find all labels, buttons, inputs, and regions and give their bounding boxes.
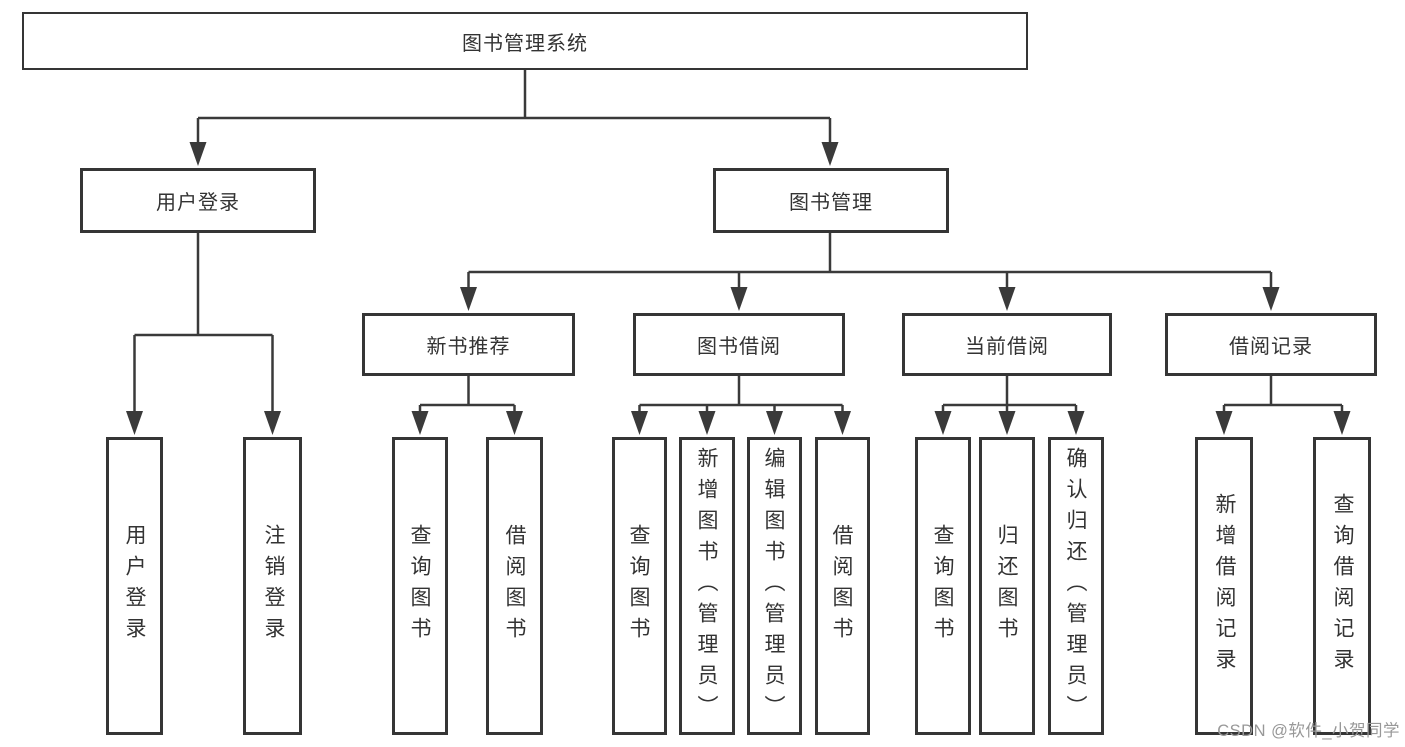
leaf-cb-return-books: 归还图书	[979, 437, 1035, 735]
node-book-management-branch: 图书管理	[713, 168, 949, 233]
leaf-cb-confirm-return-admin: 确认归还（管理员）	[1048, 437, 1104, 735]
leaf-bb-query-books: 查询图书	[612, 437, 667, 735]
leaf-bb-borrow-books: 借阅图书	[815, 437, 870, 735]
leaf-br-add-record: 新增借阅记录	[1195, 437, 1253, 735]
node-current-borrowing: 当前借阅	[902, 313, 1112, 376]
leaf-bb-add-books-admin: 新增图书（管理员）	[679, 437, 735, 735]
leaf-nbr-borrow-books: 借阅图书	[486, 437, 543, 735]
leaf-bb-edit-books-admin: 编辑图书（管理员）	[747, 437, 802, 735]
leaf-logout: 注销登录	[243, 437, 302, 735]
leaf-br-query-record: 查询借阅记录	[1313, 437, 1371, 735]
node-new-book-recommend: 新书推荐	[362, 313, 575, 376]
arrowheads	[126, 142, 1351, 435]
node-book-management-system: 图书管理系统	[22, 12, 1028, 70]
node-borrowing-records: 借阅记录	[1165, 313, 1377, 376]
node-book-borrowing: 图书借阅	[633, 313, 845, 376]
watermark-text: CSDN @软件_小贺同学	[1217, 722, 1400, 740]
node-user-login-branch: 用户登录	[80, 168, 316, 233]
leaf-cb-query-books: 查询图书	[915, 437, 971, 735]
leaf-user-login: 用户登录	[106, 437, 163, 735]
leaf-nbr-query-books: 查询图书	[392, 437, 448, 735]
